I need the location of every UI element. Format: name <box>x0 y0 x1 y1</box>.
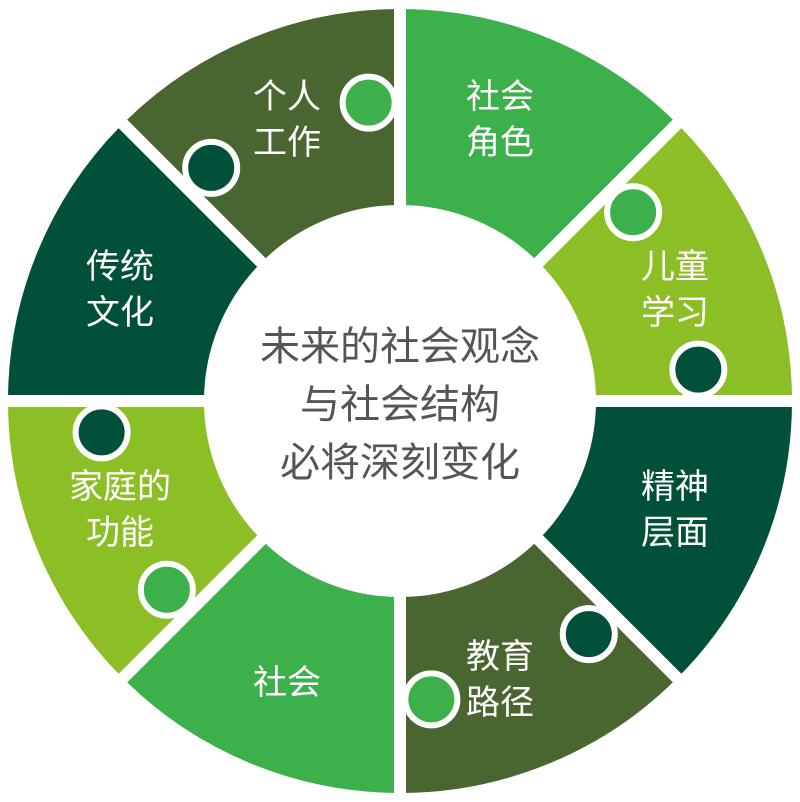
puzzle-piece <box>394 529 688 802</box>
label-line: 层面 <box>641 513 709 553</box>
puzzle-piece <box>112 529 406 802</box>
puzzle-knob <box>339 73 398 132</box>
segment-spiritual: 精神层面 <box>595 464 755 556</box>
puzzle-knob <box>137 560 196 619</box>
label-line: 文化 <box>86 293 154 333</box>
label-line: 社会 <box>253 663 321 703</box>
puzzle-knob <box>604 183 663 242</box>
segment-personal-work: 个人工作 <box>207 74 367 166</box>
segment-society: 社会 <box>207 660 367 706</box>
label-line: 个人 <box>253 77 321 117</box>
label-line: 教育 <box>466 637 534 677</box>
puzzle-piece <box>528 395 800 689</box>
label-line: 路径 <box>466 683 534 723</box>
puzzle-knob <box>402 670 461 729</box>
segment-social-role: 社会角色 <box>420 74 580 166</box>
label-line: 功能 <box>86 513 154 553</box>
puzzle-piece <box>0 113 272 407</box>
puzzle-knob <box>72 403 131 462</box>
label-line: 角色 <box>466 123 534 163</box>
center-line: 未来的社会观念 <box>260 324 540 370</box>
center-line: 与社会结构 <box>300 382 500 428</box>
label-line: 社会 <box>466 77 534 117</box>
label-line: 精神 <box>641 467 709 507</box>
puzzle-knob <box>559 605 618 664</box>
puzzle-knob <box>669 340 728 399</box>
label-line: 家庭的 <box>69 467 171 507</box>
segment-family-function: 家庭的功能 <box>40 464 200 556</box>
puzzle-piece <box>112 0 406 273</box>
segment-child-learning: 儿童学习 <box>595 244 755 336</box>
puzzle-knob <box>182 138 241 197</box>
center-title: 未来的社会观念 与社会结构 必将深刻变化 <box>240 318 560 492</box>
puzzle-piece <box>0 395 272 689</box>
puzzle-piece <box>394 0 688 273</box>
label-line: 学习 <box>641 293 709 333</box>
center-line: 必将深刻变化 <box>280 440 520 486</box>
segment-education-path: 教育路径 <box>420 634 580 726</box>
puzzle-piece <box>528 113 800 407</box>
label-line: 儿童 <box>641 247 709 287</box>
segment-traditional-culture: 传统文化 <box>40 244 200 336</box>
label-line: 传统 <box>86 247 154 287</box>
label-line: 工作 <box>253 123 321 163</box>
